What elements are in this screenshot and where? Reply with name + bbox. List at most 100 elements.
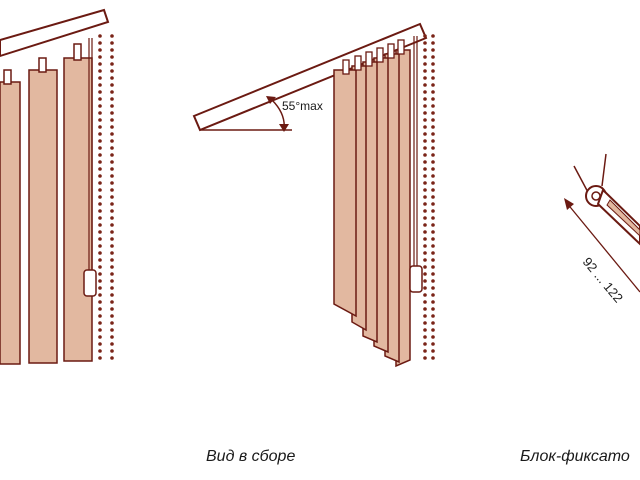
chain-bead — [98, 104, 102, 108]
chain-bead — [98, 125, 102, 129]
chain-bead — [98, 244, 102, 248]
chain-bead — [423, 321, 427, 325]
chain-bead — [431, 139, 435, 143]
chain-bead — [423, 244, 427, 248]
chain-bead — [110, 349, 114, 353]
hanger-m3 — [365, 51, 373, 67]
chain-bead — [431, 335, 435, 339]
chain-bead — [98, 76, 102, 80]
chain-bead — [110, 342, 114, 346]
chain-bead — [110, 258, 114, 262]
chain-bead — [431, 55, 435, 59]
chain-bead — [110, 76, 114, 80]
caption-assembled-view: Вид в сборе — [206, 448, 296, 465]
hanger-2 — [38, 57, 47, 73]
chain-bead — [431, 174, 435, 178]
slat-2 — [28, 69, 58, 364]
chain-bead — [98, 69, 102, 73]
chain-bead — [431, 293, 435, 297]
chain-bead — [98, 83, 102, 87]
chain-bead — [423, 216, 427, 220]
slat-1 — [0, 81, 21, 365]
chain-bead — [98, 174, 102, 178]
chain-bead — [431, 62, 435, 66]
chain-bead — [98, 167, 102, 171]
chain-bead — [110, 321, 114, 325]
chain-bead — [98, 62, 102, 66]
bead-chain-middle — [423, 34, 435, 360]
chain-bead — [110, 146, 114, 150]
chain-bead — [98, 34, 102, 38]
open-blinds-view — [0, 8, 114, 365]
chain-bead — [431, 258, 435, 262]
chain-bead — [431, 272, 435, 276]
chain-bead — [98, 279, 102, 283]
chain-bead — [423, 174, 427, 178]
chain-bead — [110, 335, 114, 339]
angle-arrow-top — [266, 96, 276, 104]
chain-bead — [423, 97, 427, 101]
chain-bead — [110, 195, 114, 199]
chain-bead — [423, 118, 427, 122]
chain-bead — [423, 83, 427, 87]
stack-slat-1 — [333, 69, 357, 318]
chain-bead — [98, 48, 102, 52]
chain-bead — [98, 356, 102, 360]
chain-bead — [110, 48, 114, 52]
chain-bead — [423, 300, 427, 304]
chain-bead — [110, 174, 114, 178]
lock-arm — [596, 188, 640, 246]
chain-bead — [110, 118, 114, 122]
chain-bead — [98, 335, 102, 339]
dimension-line — [565, 201, 640, 293]
chain-bead — [98, 286, 102, 290]
chain-bead — [431, 216, 435, 220]
hanger-m2 — [354, 55, 362, 71]
chain-bead — [423, 237, 427, 241]
chain-bead — [423, 349, 427, 353]
head-rail-middle — [192, 22, 428, 132]
chain-bead — [98, 97, 102, 101]
chain-bead — [110, 279, 114, 283]
chain-bead — [98, 160, 102, 164]
chain-bead — [110, 216, 114, 220]
chain-bead — [431, 97, 435, 101]
caption-lock-block: Блок-фиксато — [520, 448, 630, 465]
chain-bead — [423, 132, 427, 136]
chain-bead — [98, 307, 102, 311]
chain-bead — [98, 251, 102, 255]
chain-bead — [110, 181, 114, 185]
chain-bead — [423, 209, 427, 213]
chain-bead — [423, 328, 427, 332]
chain-bead — [98, 237, 102, 241]
chain-bead — [98, 223, 102, 227]
chain-bead — [110, 286, 114, 290]
chain-bead — [110, 244, 114, 248]
lock-arm-inner — [606, 199, 640, 237]
chain-bead — [423, 195, 427, 199]
chain-bead — [98, 55, 102, 59]
chain-bead — [431, 153, 435, 157]
chain-bead — [110, 300, 114, 304]
chain-bead — [110, 202, 114, 206]
chain-bead — [110, 97, 114, 101]
chain-bead — [431, 104, 435, 108]
chain-bead — [98, 209, 102, 213]
chain-bead — [431, 237, 435, 241]
chain-bead — [423, 342, 427, 346]
chain-bead — [98, 342, 102, 346]
chain-bead — [423, 139, 427, 143]
chain-bead — [431, 34, 435, 38]
chain-bead — [110, 293, 114, 297]
chain-bead — [110, 55, 114, 59]
chain-bead — [431, 328, 435, 332]
chain-bead — [423, 230, 427, 234]
hanger-m5 — [387, 43, 395, 59]
chain-bead — [431, 321, 435, 325]
lock-ref-line-2 — [601, 153, 607, 187]
chain-bead — [98, 265, 102, 269]
chain-bead — [98, 118, 102, 122]
chain-bead — [423, 251, 427, 255]
chain-bead — [110, 62, 114, 66]
